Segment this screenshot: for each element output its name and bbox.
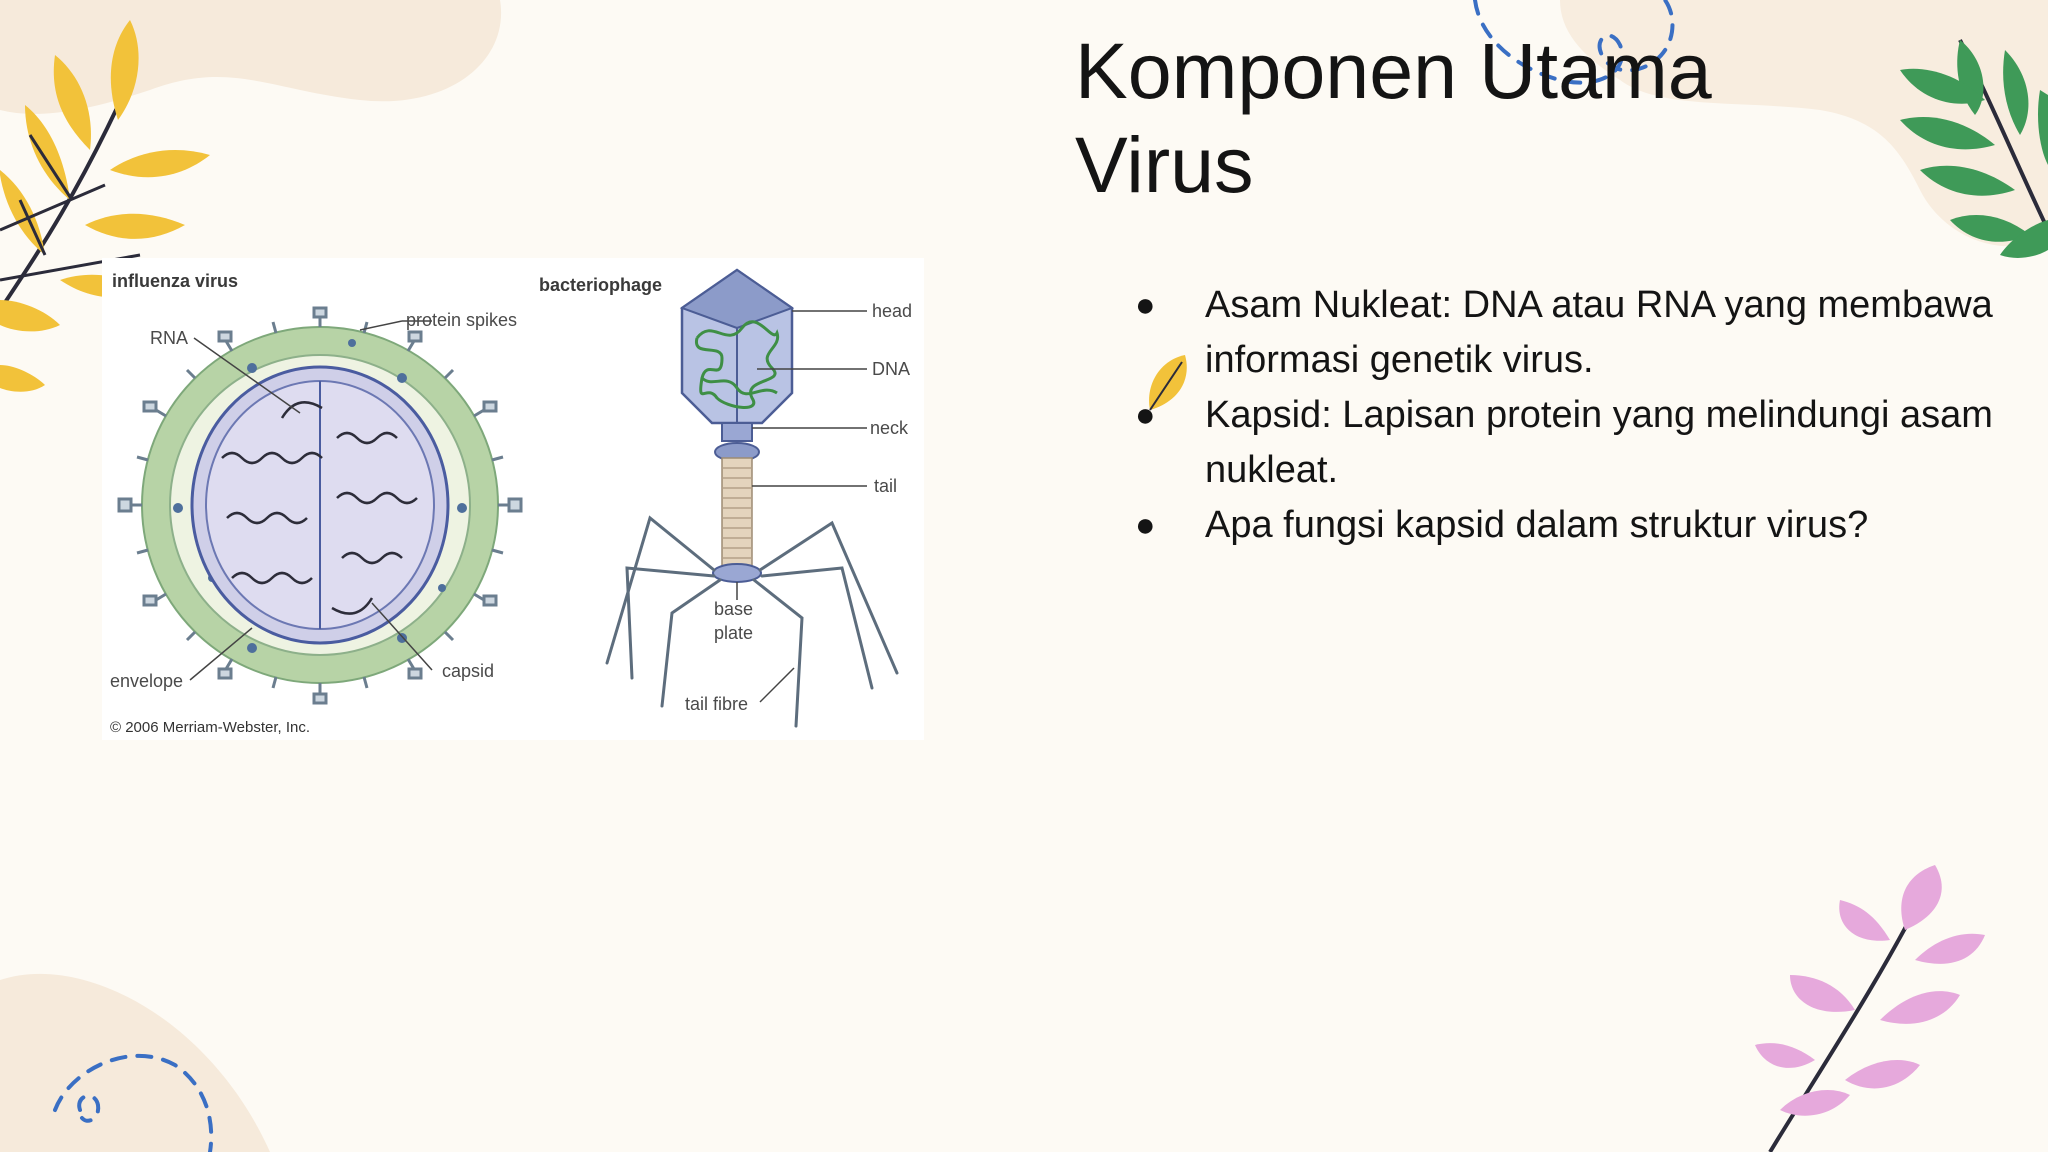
small-yellow-leaf-icon xyxy=(1149,355,1187,411)
bullet-item: ● Kapsid: Lapisan protein yang melindung… xyxy=(1135,388,2015,498)
bullet-item: ● Apa fungsi kapsid dalam struktur virus… xyxy=(1135,498,2015,553)
bullet-list: ● Asam Nukleat: DNA atau RNA yang membaw… xyxy=(1135,278,2015,553)
label-tail-fibre: tail fibre xyxy=(685,694,748,714)
bullet-item: ● Asam Nukleat: DNA atau RNA yang membaw… xyxy=(1135,278,2015,388)
yellow-leaf-branch-icon xyxy=(0,20,210,392)
label-neck: neck xyxy=(870,418,909,438)
label-protein-spikes: protein spikes xyxy=(406,310,517,330)
title-line-1: Komponen Utama xyxy=(1075,26,1712,115)
bullet-text: Kapsid: Lapisan protein yang melindungi … xyxy=(1205,394,1993,491)
dashed-swirl-bottom-left xyxy=(53,1053,214,1152)
beige-blob-bottom-left xyxy=(0,973,270,1152)
label-envelope: envelope xyxy=(110,671,183,691)
bullet-text: Asam Nukleat: DNA atau RNA yang membawa … xyxy=(1205,284,1993,381)
bullet-marker: ● xyxy=(1135,396,1156,434)
green-leaf-branch-icon xyxy=(1900,39,2048,258)
bacteriophage-drawing xyxy=(605,268,899,728)
label-tail: tail xyxy=(874,476,897,496)
label-capsid: capsid xyxy=(442,661,494,681)
bacteriophage-title: bacteriophage xyxy=(539,275,662,295)
dashed-swirl-top xyxy=(1473,0,1675,85)
virus-diagram-figure: influenza virus xyxy=(102,258,924,740)
title-line-2: Virus xyxy=(1075,120,1254,209)
pink-leaf-branch-icon xyxy=(1755,865,1985,1152)
label-head: head xyxy=(872,301,912,321)
beige-blob-top-right xyxy=(1560,0,2048,247)
copyright-text: © 2006 Merriam-Webster, Inc. xyxy=(110,719,310,736)
label-rna: RNA xyxy=(150,328,188,348)
influenza-virus-drawing xyxy=(117,306,523,705)
bullet-marker: ● xyxy=(1135,286,1156,324)
label-dna: DNA xyxy=(872,359,910,379)
label-plate: plate xyxy=(714,623,753,643)
slide-title: Komponen Utama Virus xyxy=(1075,24,1875,212)
bullet-marker: ● xyxy=(1135,506,1156,544)
bullet-text: Apa fungsi kapsid dalam struktur virus? xyxy=(1205,504,1869,546)
influenza-title: influenza virus xyxy=(112,271,238,291)
label-base: base xyxy=(714,599,753,619)
